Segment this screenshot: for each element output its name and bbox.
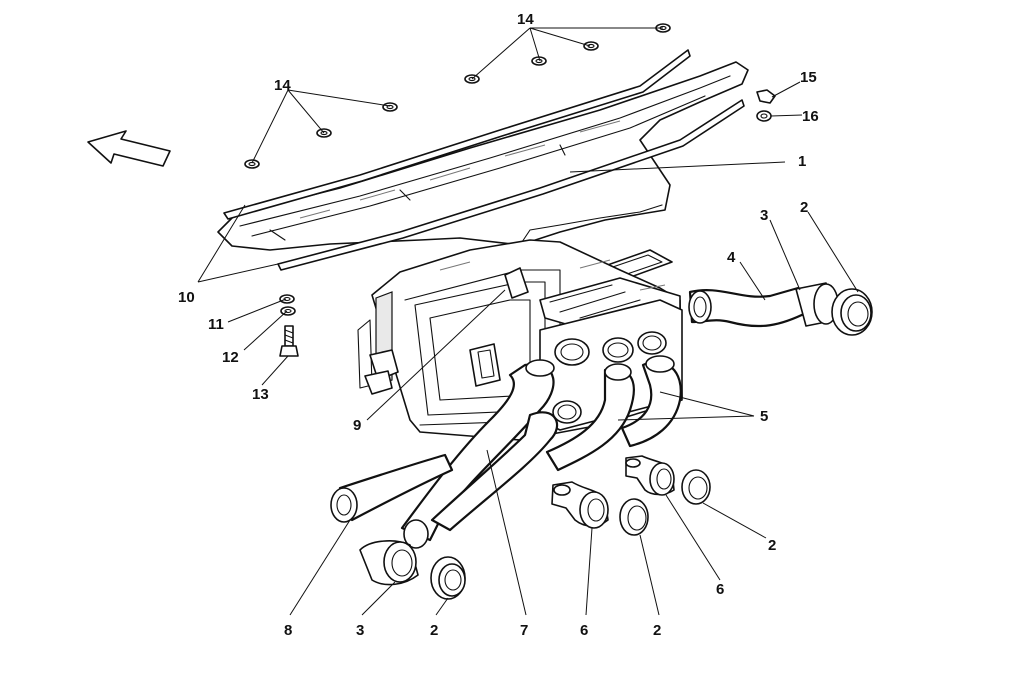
callout-6-left: 6	[580, 622, 588, 639]
callout-16: 16	[802, 108, 819, 125]
callout-2-upper: 2	[800, 199, 808, 216]
hose-8	[330, 453, 454, 523]
sleeve-3-lower	[359, 540, 419, 586]
callout-12: 12	[222, 349, 239, 366]
elbow-6-left	[551, 481, 609, 529]
vent-nozzle-2-lower-left	[430, 556, 466, 600]
leader-lines	[197, 27, 859, 616]
callout-2-lower-left: 2	[430, 622, 438, 639]
callout-10: 10	[178, 289, 195, 306]
callout-4: 4	[727, 249, 736, 266]
screw-13-icon	[279, 325, 299, 357]
clip-15-icon	[756, 89, 776, 104]
direction-arrow-icon	[87, 130, 171, 167]
seal-strip-upper	[223, 49, 691, 220]
hose-5a	[545, 363, 635, 472]
hose-7	[400, 359, 559, 549]
callout-3-upper: 3	[760, 207, 768, 224]
vent-nozzle-2-lower-mid	[619, 498, 649, 536]
elbow-6-right	[625, 455, 675, 496]
hose-5b	[620, 355, 682, 448]
callout-14-left: 14	[274, 77, 291, 94]
callout-labels: 1 2 2 2 2 3 3 4 5 6 6 7 8 9 10 11 12 13 …	[178, 11, 819, 639]
callout-14-top: 14	[517, 11, 534, 28]
callout-3-lower: 3	[356, 622, 364, 639]
callout-8: 8	[284, 622, 292, 639]
callout-13: 13	[252, 386, 269, 403]
callout-2-lower-right: 2	[768, 537, 776, 554]
nut-16-icon	[756, 110, 772, 122]
cover-panel	[217, 61, 749, 251]
callout-7: 7	[520, 622, 528, 639]
callout-6-right: 6	[716, 581, 724, 598]
vent-nozzle-2-upper	[831, 288, 873, 336]
vent-nozzle-2-lower-right	[681, 469, 711, 505]
washer-11-icon	[279, 294, 295, 304]
callout-5: 5	[760, 408, 768, 425]
callout-1: 1	[798, 153, 806, 170]
callout-2-lower-mid: 2	[653, 622, 661, 639]
sleeve-3-upper	[795, 282, 839, 327]
callout-9: 9	[353, 417, 361, 434]
callout-11: 11	[208, 316, 224, 333]
seal-strip-lower	[277, 99, 745, 271]
hose-4	[688, 286, 810, 328]
callout-15: 15	[800, 69, 817, 86]
washer-12-icon	[280, 306, 296, 316]
